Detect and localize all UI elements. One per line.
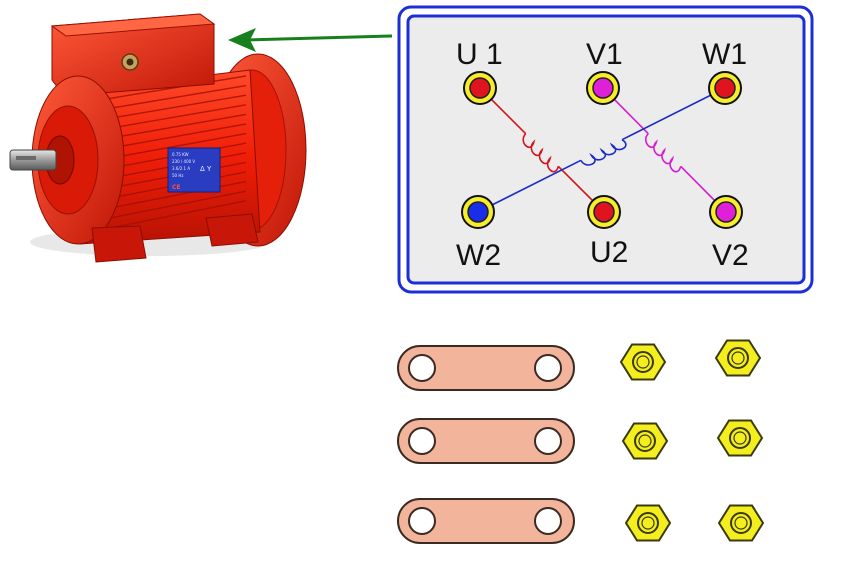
hex-nut bbox=[716, 419, 764, 457]
terminal-label-u1: U 1 bbox=[456, 38, 503, 71]
terminal-label-w1: W1 bbox=[702, 38, 747, 71]
hex-nut bbox=[619, 343, 667, 381]
hex-nut bbox=[624, 504, 672, 542]
terminal-w1 bbox=[708, 71, 742, 105]
bridge-links bbox=[397, 345, 575, 544]
terminal-label-v2: V2 bbox=[712, 239, 749, 272]
electric-motor-illustration: 0.75 KW 230 / 400 V 3.6/2.1 A 50 Hz Δ Y … bbox=[9, 13, 307, 263]
terminal-label-v1: V1 bbox=[586, 38, 623, 71]
hex-nut bbox=[717, 504, 765, 542]
nameplate-line: 50 Hz bbox=[172, 173, 183, 178]
terminal-label-u2: U2 bbox=[590, 236, 628, 269]
terminal-u1 bbox=[463, 71, 497, 105]
terminal-w2 bbox=[461, 195, 495, 229]
pointer-arrow bbox=[228, 28, 393, 52]
terminal-box-panel bbox=[406, 14, 806, 285]
bridge-link bbox=[397, 498, 575, 544]
hex-nut bbox=[621, 422, 669, 460]
terminal-nuts bbox=[619, 339, 765, 542]
terminal-u2 bbox=[587, 195, 621, 229]
nameplate-line: 230 / 400 V bbox=[172, 159, 195, 164]
motor-foot bbox=[205, 213, 259, 247]
nameplate-symbols: Δ Y bbox=[200, 165, 212, 173]
bridge-link bbox=[397, 418, 575, 464]
terminal-v1 bbox=[586, 71, 620, 105]
terminal-v2 bbox=[709, 195, 743, 229]
nameplate-line: 3.6/2.1 A bbox=[172, 166, 190, 171]
nameplate-line: 0.75 KW bbox=[172, 152, 189, 157]
nameplate-brand: CE bbox=[172, 184, 181, 191]
terminal-box-diagram: U 1 V1 W1 W2 U2 V2 bbox=[397, 5, 814, 294]
terminal-label-w2: W2 bbox=[456, 239, 501, 272]
winding-w2-w1 bbox=[477, 87, 726, 213]
bridge-link bbox=[397, 345, 575, 391]
motor-foot bbox=[91, 225, 147, 263]
motor-nameplate: 0.75 KW 230 / 400 V 3.6/2.1 A 50 Hz Δ Y … bbox=[167, 147, 221, 193]
hex-nut bbox=[714, 339, 762, 377]
